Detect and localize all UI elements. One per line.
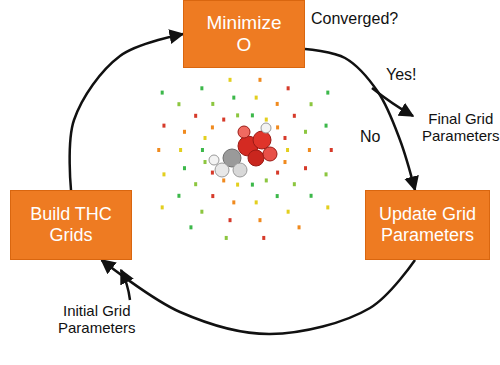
annotation-label: Yes! bbox=[386, 66, 417, 84]
box-label: Minimize O bbox=[200, 12, 288, 56]
annotation-label: Converged? bbox=[311, 10, 398, 28]
grid-points bbox=[157, 78, 333, 240]
edge-label: No bbox=[358, 128, 382, 146]
cycle-arrow bbox=[102, 260, 416, 334]
process-box: Update Grid Parameters bbox=[365, 190, 490, 260]
cycle-arrow bbox=[70, 34, 183, 190]
box-label: Update Grid Parameters bbox=[376, 204, 479, 245]
process-box: Build THC Grids bbox=[10, 190, 132, 260]
molecule bbox=[209, 123, 277, 177]
annotation-label: Initial Grid Parameters bbox=[58, 302, 136, 337]
box-label: Build THC Grids bbox=[23, 204, 119, 245]
process-box: Minimize O bbox=[183, 0, 305, 68]
annotation-label: Final Grid Parameters bbox=[422, 110, 500, 145]
